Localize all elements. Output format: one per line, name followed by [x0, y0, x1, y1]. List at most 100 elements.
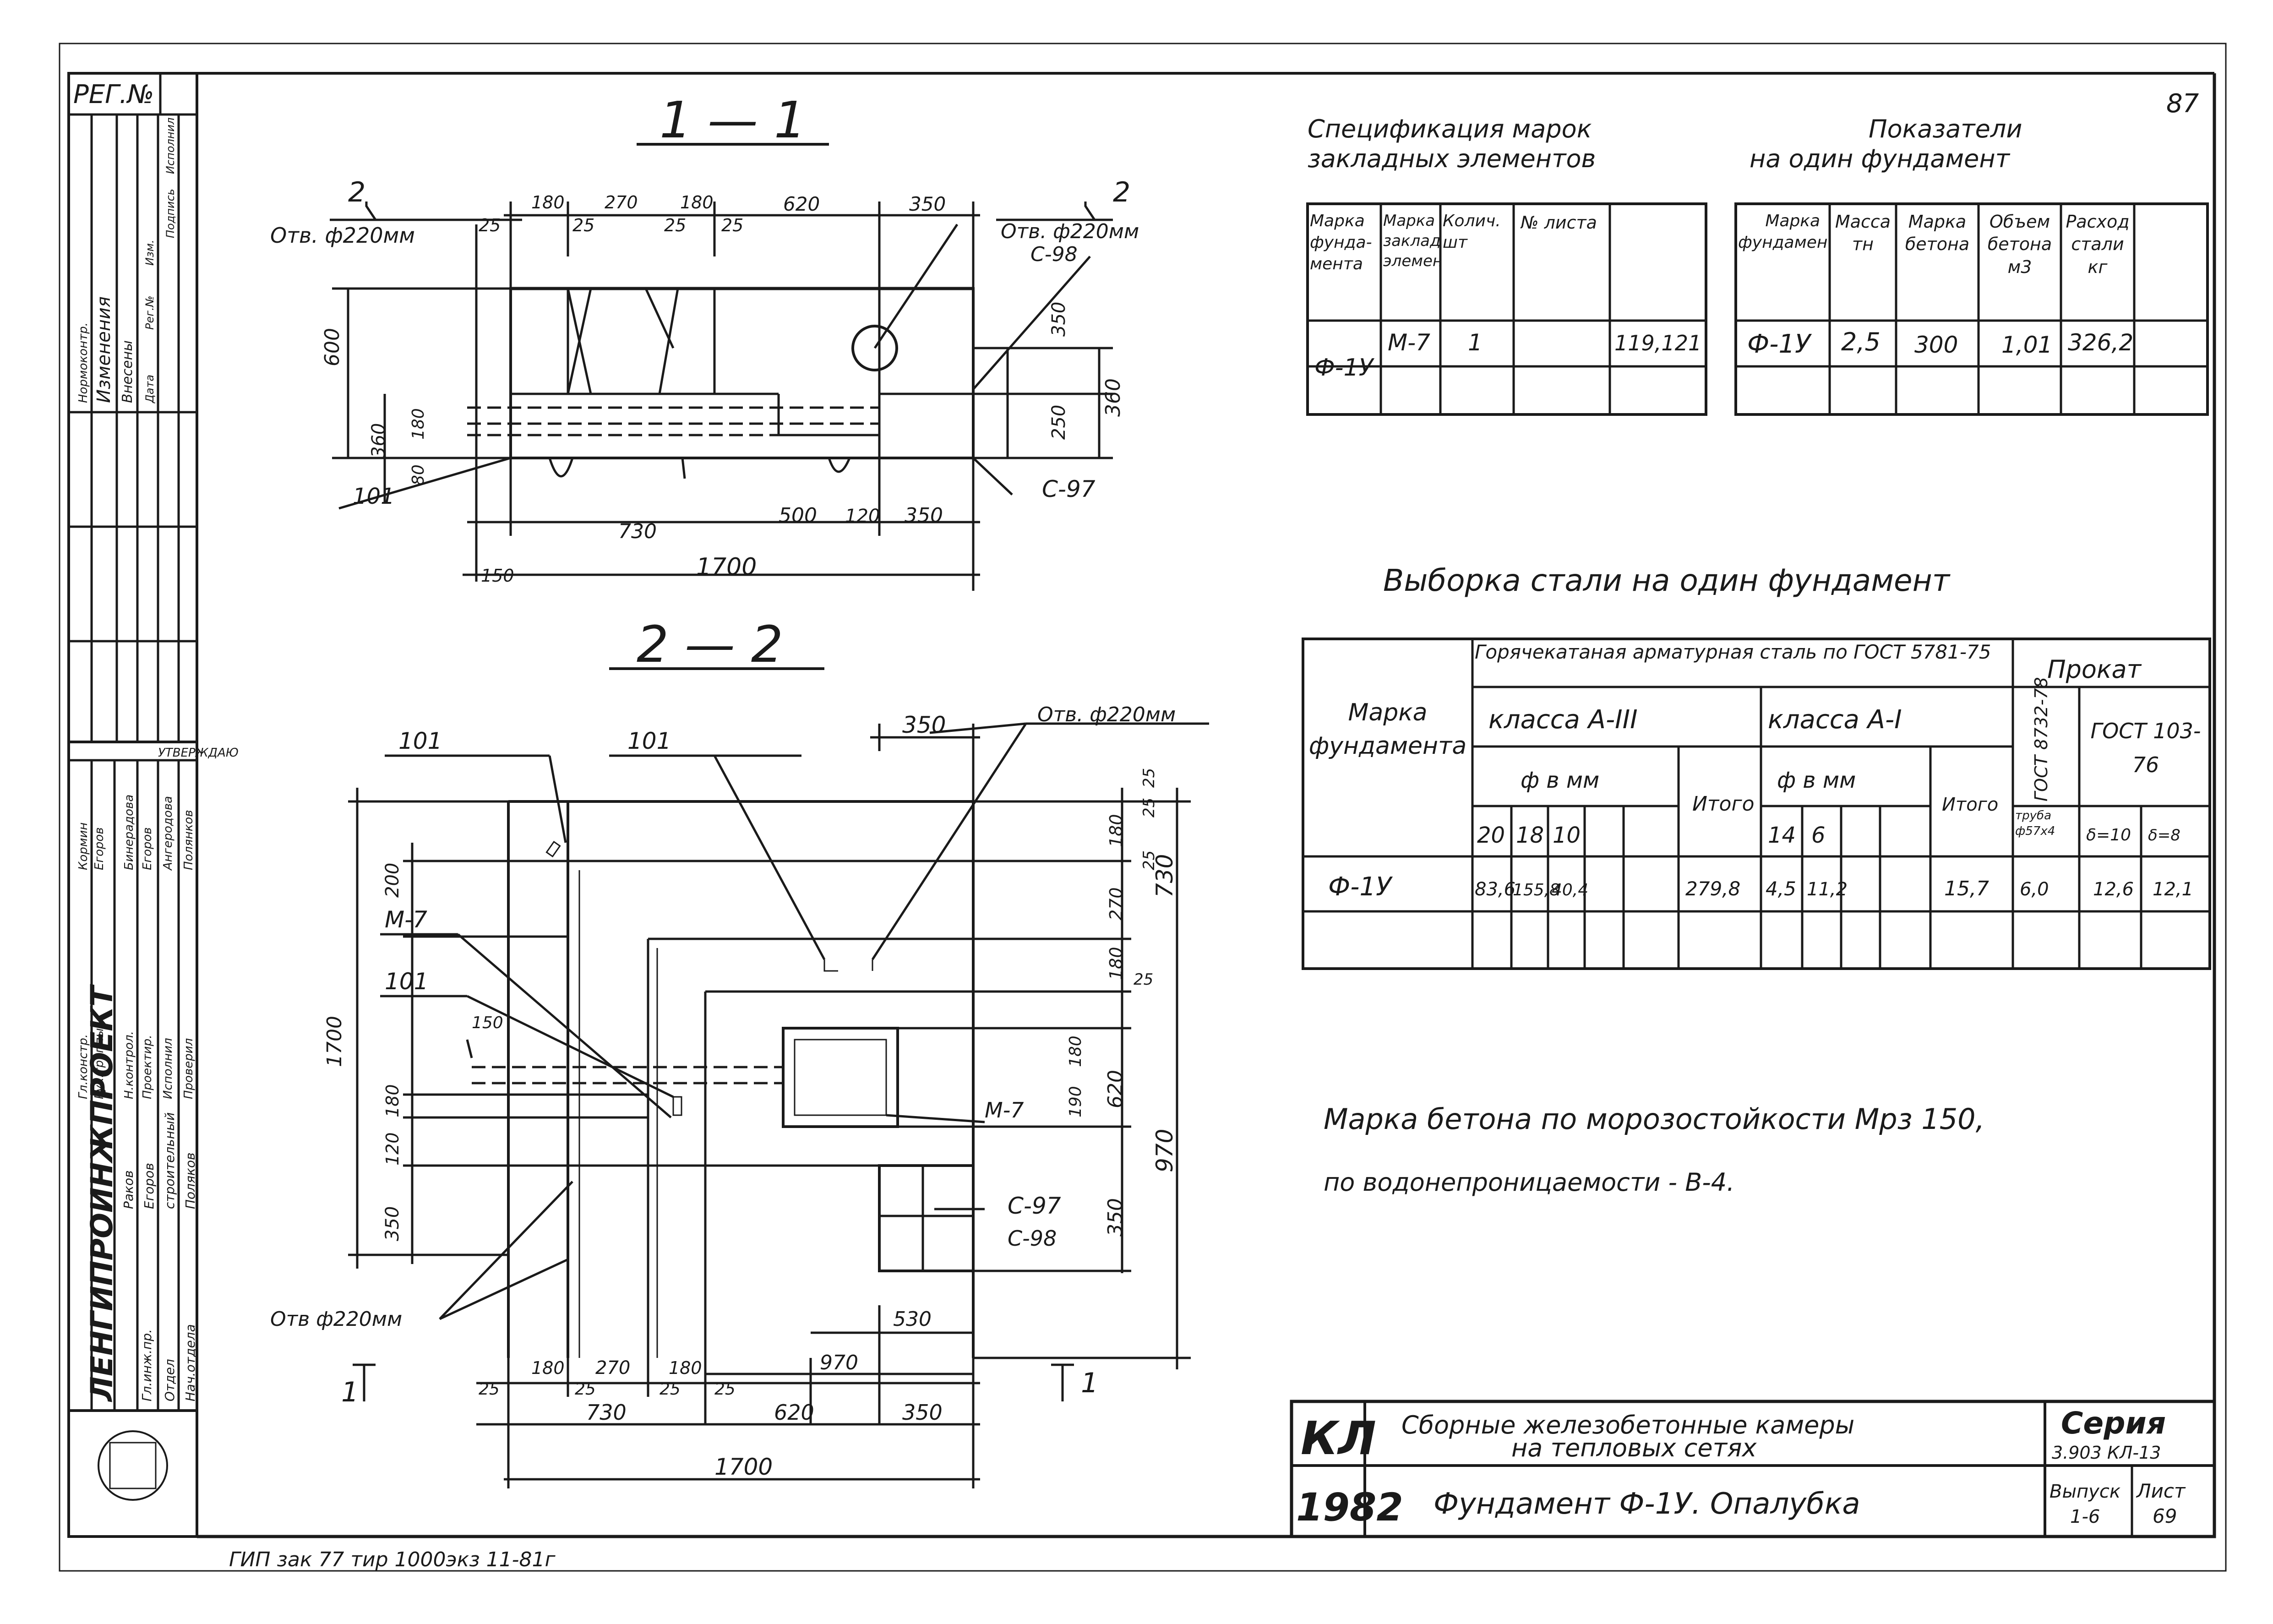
dim-22-right-0: 180: [1106, 814, 1126, 847]
dim-11-top-7: 25: [664, 215, 686, 235]
dim-22-left-1: 200: [382, 863, 403, 898]
name-5: Полянков: [182, 810, 196, 870]
steel-diam-a3-0: 20: [1477, 823, 1505, 848]
dim-11-bottom-5: 1700: [696, 553, 757, 581]
spec-header-1: Марка закладн. элемента: [1383, 212, 1440, 271]
hole-bottom-label: Отв ф220мм: [270, 1308, 402, 1331]
section-mark-right: 2: [1113, 176, 1130, 208]
callout-c97: С-97: [1008, 1193, 1061, 1219]
spec-header-2: Колич. шт: [1443, 212, 1501, 252]
dept-label-0: Нач.отдела: [183, 1324, 198, 1401]
dim-22-bottom-0: 25: [479, 1380, 500, 1399]
dim-22-bottom-5: 25: [660, 1380, 681, 1399]
ind-cell-0: Ф-1У: [1747, 329, 1812, 359]
spec-title-2: закладных элементов: [1308, 144, 1596, 173]
dim-11-right-1: 250: [1048, 405, 1069, 440]
dim-11-right-2: 360: [1101, 378, 1125, 417]
section-11-title: 1 — 1: [660, 91, 806, 149]
ind-header-2: Марка бетона: [1905, 212, 1970, 255]
role-3: Проектир.: [141, 1035, 154, 1099]
dim-22-bottom-2: 270: [595, 1357, 630, 1379]
steel-phi-a3: ф в мм: [1521, 768, 1599, 793]
ind-cell-1: 2,5: [1841, 327, 1881, 356]
dim-22-top-0: 350: [902, 712, 946, 738]
title-drawing: Фундамент Ф-1У. Опалубка: [1434, 1487, 1860, 1521]
title-issue-value: 1-6: [2070, 1506, 2100, 1527]
steel-row-0: Ф-1У: [1328, 872, 1393, 902]
section-mark-1-left: 1: [341, 1376, 359, 1408]
steel-d10: δ=10: [2086, 826, 2131, 845]
dim-11-left-0: 600: [321, 328, 344, 366]
org-name: ЛЕНГИПРОИНЖПРОЕКТ: [84, 984, 120, 1402]
dept-label-1: Отдел: [162, 1359, 177, 1401]
dim-22-right-5: 25: [1134, 970, 1153, 989]
role-4: Исполнил: [161, 1038, 175, 1099]
dim-11-right-0: 350: [1048, 302, 1069, 337]
callout-101-a: 101: [398, 728, 442, 754]
role-0: Гл.констр.: [76, 1034, 90, 1099]
title-subject-1: Сборные железобетонные камеры: [1401, 1411, 1854, 1439]
dim-22-right-12: 25: [1140, 768, 1158, 788]
dim-22-right-10: 730: [1151, 854, 1178, 898]
dim-22-left-2: 150: [472, 1014, 503, 1032]
dim-22-bottom-6: 25: [714, 1380, 736, 1399]
title-year: 1982: [1296, 1485, 1403, 1530]
changes-header: Изменения: [93, 296, 114, 403]
steel-diam-a3-2: 10: [1553, 823, 1581, 848]
dept-value-0: Раков: [121, 1170, 136, 1209]
dim-22-left-5: 350: [382, 1206, 403, 1241]
dim-22-right-2: 270: [1106, 887, 1126, 921]
steel-row-7: 15,7: [1944, 877, 1989, 900]
steel-group-hot: Горячекатаная арматурная сталь по ГОСТ 5…: [1475, 641, 1991, 663]
dim-22-bottom-4: 180: [669, 1358, 702, 1378]
name-0: Кормин: [76, 823, 90, 870]
dim-22-inner-0: 530: [893, 1308, 932, 1331]
title-kl: КЛ: [1301, 1411, 1376, 1465]
label-c97: С-97: [1042, 476, 1096, 502]
steel-gost-b: ГОСТ 103-76: [2090, 719, 2201, 777]
spec-header-0: Марка фунда-мента: [1310, 212, 1372, 273]
name-1: Егоров: [93, 827, 106, 870]
spec-title-1: Спецификация марок: [1308, 114, 1592, 143]
steel-d8: δ=8: [2148, 826, 2180, 845]
label-c98: С-98: [1030, 243, 1078, 266]
dim-11-top-6: 25: [572, 215, 594, 235]
ind-header-4: Расход стали кг: [2066, 212, 2130, 277]
dim-11-top-0: 25: [479, 215, 501, 235]
callout-m7-b: М-7: [985, 1098, 1024, 1123]
dim-22-left-0: 1700: [323, 1016, 346, 1067]
ind-header-1: Масса тн: [1835, 212, 1891, 255]
steel-row-9: 12,6: [2093, 879, 2134, 900]
changes-col-reg: Рег.№: [143, 296, 156, 330]
indicators-title-2: на один фундамент: [1750, 144, 2011, 173]
changes-title: Внесены: [120, 340, 136, 403]
spec-cell-0-0: Ф-1У: [1314, 354, 1375, 381]
dim-22-right-3: 25: [1140, 850, 1158, 870]
dim-11-left-1: 360: [368, 423, 389, 458]
dim-22-left-3: 120: [382, 1132, 403, 1166]
dim-22-right-1: 25: [1140, 798, 1158, 817]
stamp-reg: РЕГ.№: [73, 80, 154, 109]
dim-22-bottom-3: 25: [575, 1380, 596, 1399]
hole-top-label: Отв. ф220мм: [1037, 703, 1176, 726]
name-3: Егоров: [141, 827, 154, 870]
changes-col-exec: Исполнил: [164, 118, 177, 174]
steel-row-6: 11,2: [1807, 879, 1848, 900]
ind-header-0: Марка фундамента: [1738, 212, 1827, 252]
changes-col-sign: Подпись: [164, 189, 177, 238]
note-line-1: Марка бетона по морозостойкости Мрз 150,: [1324, 1102, 1984, 1136]
spec-header-3: № листа: [1521, 213, 1597, 233]
steel-diam-a1-1: 6: [1811, 823, 1826, 848]
spec-cell-0-1: М-7: [1388, 329, 1430, 356]
dim-11-bottom-1: 500: [779, 504, 817, 527]
steel-class-a3: класса А-III: [1488, 705, 1638, 735]
dim-22-right-4: 180: [1106, 947, 1126, 980]
steel-gost-a: ГОСТ 8732-78: [2031, 677, 2051, 801]
hole-left-label: Отв. ф220мм: [270, 223, 415, 248]
title-series-value: 3.903 КЛ-13: [2052, 1443, 2161, 1463]
steel-itogo-a3: Итого: [1692, 792, 1755, 816]
norm-control: Нормоконтр.: [76, 322, 90, 403]
steel-pipe: труба ф57х4: [2015, 809, 2055, 838]
dept-value-2: строительный: [162, 1112, 177, 1209]
